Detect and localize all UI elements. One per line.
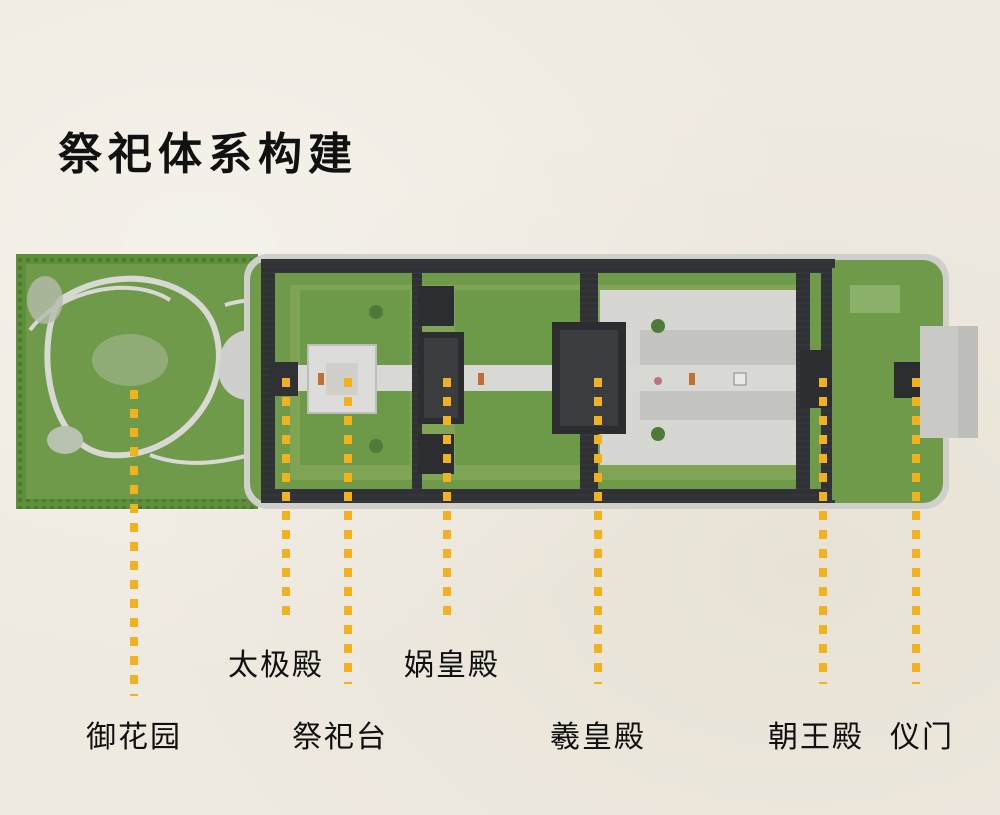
label-taiji-hall: 太极殿	[228, 648, 324, 683]
page-title: 祭祀体系构建	[58, 129, 358, 180]
imperial-garden-area	[16, 254, 269, 509]
temple-compound	[244, 254, 978, 509]
label-ceremonial-gate: 仪门	[890, 720, 954, 755]
label-nvwa-hall: 娲皇殿	[404, 648, 500, 683]
label-imperial-garden: 御花园	[86, 720, 182, 755]
label-sacrifice-altar: 祭祀台	[292, 720, 388, 755]
label-chaowang-hall: 朝王殿	[768, 720, 864, 755]
label-fuxi-hall: 羲皇殿	[550, 720, 646, 755]
